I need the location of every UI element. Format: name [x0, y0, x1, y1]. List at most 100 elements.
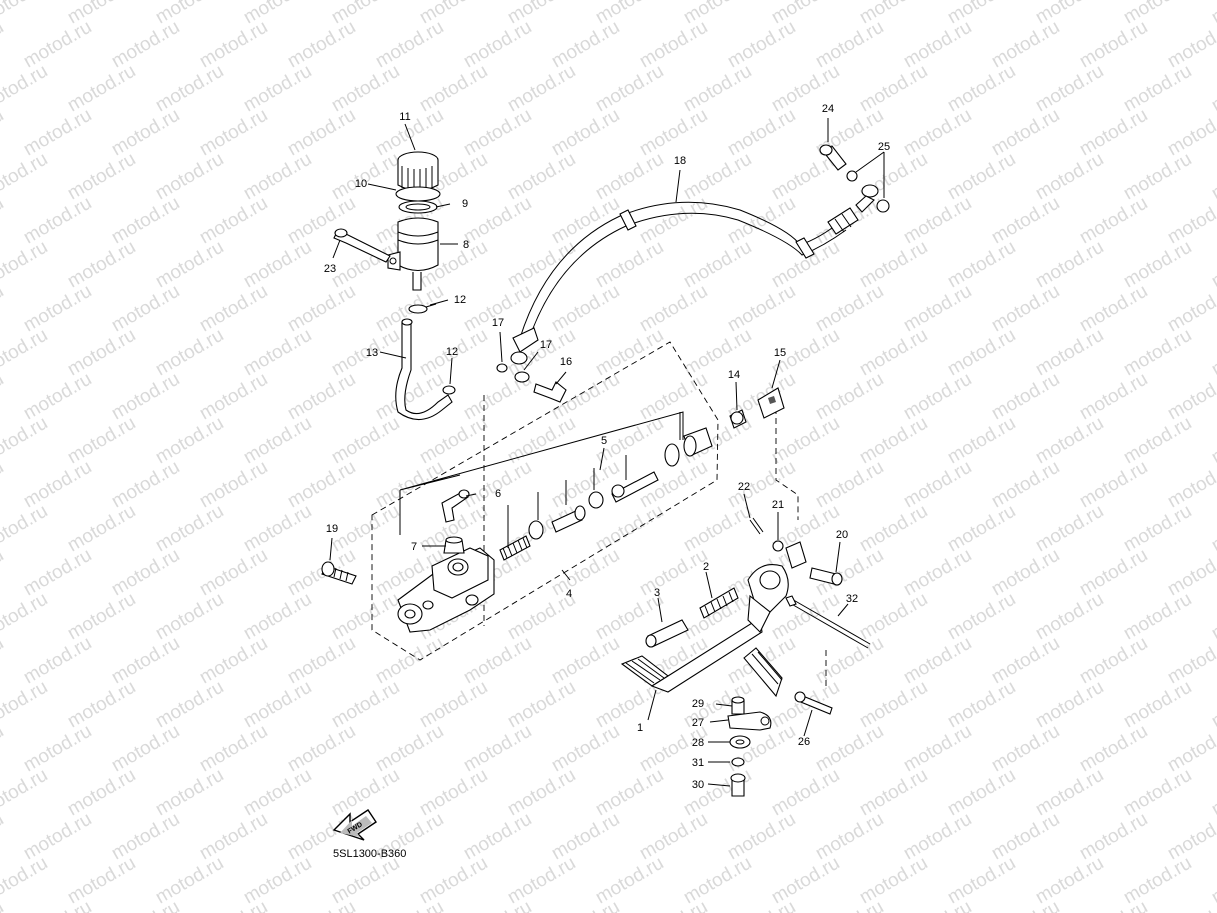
watermark-text: motod.ru	[152, 413, 227, 469]
watermark-text: motod.ru	[0, 369, 7, 425]
watermark-text: motod.ru	[20, 105, 95, 161]
watermark-text: motod.ru	[812, 281, 887, 337]
callout-19: 19	[326, 523, 338, 535]
watermark-text: motod.ru	[592, 325, 667, 381]
watermark-text: motod.ru	[460, 633, 535, 689]
callout-4: 4	[566, 588, 572, 600]
callout-8: 8	[463, 239, 469, 251]
watermark-text: motod.ru	[196, 457, 271, 513]
watermark-text: motod.ru	[812, 809, 887, 865]
watermark-text: motod.ru	[284, 17, 359, 73]
watermark-text: motod.ru	[1164, 633, 1217, 689]
watermark-text: motod.ru	[944, 413, 1019, 469]
watermark-text: motod.ru	[64, 325, 139, 381]
brake-hose	[510, 184, 879, 365]
watermark-text: motod.ru	[944, 765, 1019, 821]
callout-24: 24	[822, 103, 834, 115]
watermark-text: motod.ru	[1208, 237, 1217, 293]
hose-clip-upper	[408, 304, 428, 314]
watermark-text: motod.ru	[152, 237, 227, 293]
callout-17-lower: 17	[540, 339, 552, 351]
watermark-text: motod.ru	[1076, 809, 1151, 865]
watermark-text: motod.ru	[0, 413, 51, 469]
watermark-text: motod.ru	[988, 897, 1063, 913]
reservoir-group	[333, 151, 441, 291]
watermark-text: motod.ru	[240, 325, 315, 381]
watermark-text: motod.ru	[372, 721, 447, 777]
watermark-text: motod.ru	[504, 765, 579, 821]
callout-9: 9	[462, 198, 468, 210]
watermark-text: motod.ru	[284, 633, 359, 689]
watermark-text: motod.ru	[1208, 589, 1217, 645]
watermark-text: motod.ru	[504, 149, 579, 205]
watermark-text: motod.ru	[0, 193, 7, 249]
watermark-text: motod.ru	[1164, 281, 1217, 337]
reservoir-hose	[395, 321, 453, 421]
watermark-text: motod.ru	[64, 61, 139, 117]
watermark-text: motod.ru	[856, 61, 931, 117]
watermark-text: motod.ru	[856, 413, 931, 469]
watermark-text: motod.ru	[1120, 853, 1195, 909]
watermark-text: motod.ru	[1208, 501, 1217, 557]
watermark-text: motod.ru	[944, 237, 1019, 293]
copper-washer-upper-2	[876, 199, 890, 213]
watermark-text: motod.ru	[900, 369, 975, 425]
watermark-text: motod.ru	[548, 105, 623, 161]
watermark-text: motod.ru	[20, 457, 95, 513]
callout-21: 21	[772, 499, 784, 511]
watermark-text: motod.ru	[1032, 589, 1107, 645]
watermark-text: motod.ru	[240, 237, 315, 293]
watermark-text: motod.ru	[460, 809, 535, 865]
watermark-text: motod.ru	[152, 149, 227, 205]
watermark-text: motod.ru	[900, 457, 975, 513]
watermark-text: motod.ru	[592, 501, 667, 557]
callout-30: 30	[692, 779, 704, 791]
watermark-text: motod.ru	[680, 149, 755, 205]
watermark-text: motod.ru	[0, 633, 7, 689]
watermark-text: motod.ru	[108, 897, 183, 913]
watermark-text: motod.ru	[548, 281, 623, 337]
diagram-code: 5SL1300-B360	[333, 848, 406, 860]
watermark-text: motod.ru	[900, 721, 975, 777]
callout-12-upper: 12	[454, 294, 466, 306]
watermark-text: motod.ru	[988, 809, 1063, 865]
watermark-text: motod.ru	[1120, 325, 1195, 381]
watermark-text: motod.ru	[240, 149, 315, 205]
watermark-text: motod.ru	[636, 369, 711, 425]
watermark-text: motod.ru	[108, 17, 183, 73]
watermark-text: motod.ru	[592, 149, 667, 205]
watermark-text: motod.ru	[636, 193, 711, 249]
watermark-text: motod.ru	[152, 677, 227, 733]
callout-31: 31	[692, 757, 704, 769]
watermark-text: motod.ru	[812, 897, 887, 913]
callout-15: 15	[774, 347, 786, 359]
watermark-text: motod.ru	[856, 501, 931, 557]
watermark-text: motod.ru	[900, 281, 975, 337]
watermark-text: motod.ru	[1120, 677, 1195, 733]
callout-10: 10	[355, 178, 367, 190]
watermark-text: motod.ru	[900, 809, 975, 865]
watermark-text: motod.ru	[1076, 369, 1151, 425]
watermark-text: motod.ru	[768, 853, 843, 909]
callout-23: 23	[324, 263, 336, 275]
watermark-text: motod.ru	[1208, 61, 1217, 117]
watermark-text: motod.ru	[724, 809, 799, 865]
callout-29: 29	[692, 698, 704, 710]
watermark-text: motod.ru	[416, 677, 491, 733]
watermark-text: motod.ru	[724, 897, 799, 913]
watermark-text: motod.ru	[504, 237, 579, 293]
watermark-text: motod.ru	[64, 501, 139, 557]
washer	[731, 757, 745, 767]
watermark-text: motod.ru	[284, 105, 359, 161]
watermark-text: motod.ru	[328, 853, 403, 909]
watermark-text: motod.ru	[328, 149, 403, 205]
watermark-text: motod.ru	[416, 853, 491, 909]
watermark-text: motod.ru	[1208, 0, 1217, 28]
copper-washer-upper-1	[846, 170, 858, 182]
watermark-text: motod.ru	[944, 61, 1019, 117]
watermark-text: motod.ru	[0, 457, 7, 513]
watermark-text: motod.ru	[1076, 105, 1151, 161]
watermark-text: motod.ru	[504, 413, 579, 469]
watermark-text: motod.ru	[1120, 237, 1195, 293]
watermark-text: motod.ru	[20, 193, 95, 249]
